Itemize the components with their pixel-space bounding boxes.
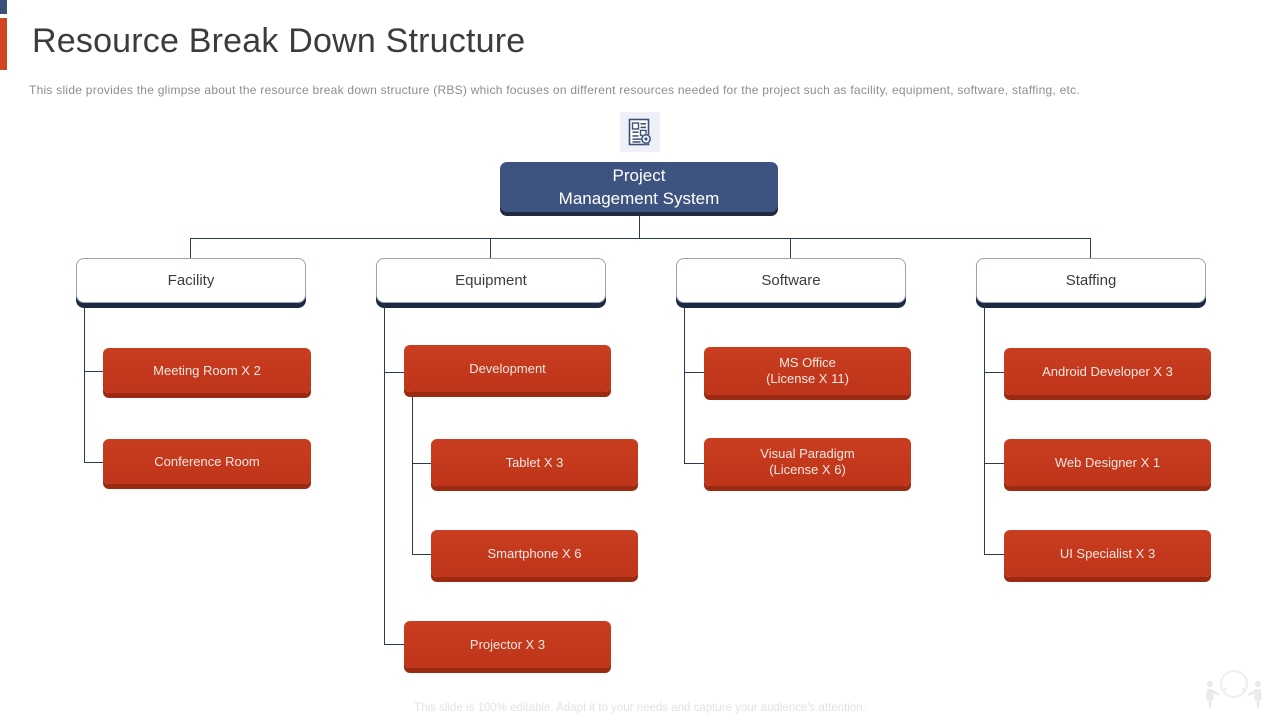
page-subtitle: This slide provides the glimpse about th… xyxy=(29,83,1080,97)
node-label: Visual Paradigm (License X 6) xyxy=(760,446,854,478)
node-projector[interactable]: Projector X 3 xyxy=(404,621,611,668)
connector-software-to-ms-office xyxy=(684,372,704,373)
node-label: Android Developer X 3 xyxy=(1042,363,1173,379)
node-ui-specialist[interactable]: UI Specialist X 3 xyxy=(1004,530,1211,577)
node-project-management-system[interactable]: Project Management System xyxy=(500,162,778,212)
connector-staffing-to-web-designer xyxy=(984,463,1004,464)
node-web-designer[interactable]: Web Designer X 1 xyxy=(1004,439,1211,486)
visual-paradigm-label-line1: Visual Paradigm xyxy=(760,446,855,461)
node-label: UI Specialist X 3 xyxy=(1059,545,1156,561)
ms-office-label-line2: (License X 11) xyxy=(766,371,849,386)
visual-paradigm-label-line2: (License X 6) xyxy=(769,462,846,477)
node-visual-paradigm[interactable]: Visual Paradigm (License X 6) xyxy=(704,438,911,486)
node-conference-room[interactable]: Conference Room xyxy=(103,439,311,484)
people-discussion-watermark-icon xyxy=(1198,666,1270,716)
connector-software-spine xyxy=(684,306,685,463)
connector-development-spine xyxy=(412,397,413,554)
connector-facility-to-conference-room xyxy=(84,462,103,463)
node-label: Tablet X 3 xyxy=(505,454,564,470)
node-label: MS Office (License X 11) xyxy=(766,355,849,387)
footer-note: This slide is 100% editable. Adapt it to… xyxy=(414,702,866,714)
connector-facility-to-meeting-room xyxy=(84,371,103,372)
node-android-developer[interactable]: Android Developer X 3 xyxy=(1004,348,1211,395)
connector-root-bus xyxy=(190,238,1090,239)
connector-staffing-to-android-developer xyxy=(984,372,1004,373)
accent-bar-navy xyxy=(0,0,7,14)
node-label: Equipment xyxy=(455,272,527,289)
node-equipment[interactable]: Equipment xyxy=(376,258,606,303)
connector-equipment-spine xyxy=(384,306,385,644)
node-label: Web Designer X 1 xyxy=(1054,454,1161,470)
connector-staffing-to-ui-specialist xyxy=(984,554,1004,555)
node-software[interactable]: Software xyxy=(676,258,906,303)
node-label: Conference Room xyxy=(154,453,260,469)
connector-drop-software xyxy=(790,238,791,258)
node-label: Development xyxy=(469,360,546,376)
root-label-line1: Project xyxy=(612,166,666,185)
ms-office-label-line1: MS Office xyxy=(779,355,836,370)
node-label: Smartphone X 6 xyxy=(487,545,582,561)
node-label: Project Management System xyxy=(559,164,720,210)
connector-staffing-spine xyxy=(984,306,985,554)
document-settings-icon xyxy=(620,112,660,152)
node-label: Software xyxy=(761,272,821,289)
connector-drop-equipment xyxy=(490,238,491,258)
connector-drop-facility xyxy=(190,238,191,258)
connector-drop-staffing xyxy=(1090,238,1091,258)
node-label: Facility xyxy=(167,272,215,289)
connector-root-stem xyxy=(639,216,640,238)
root-label-line2: Management System xyxy=(558,189,720,208)
node-ms-office[interactable]: MS Office (License X 11) xyxy=(704,347,911,395)
connector-facility-spine xyxy=(84,306,85,462)
node-smartphone[interactable]: Smartphone X 6 xyxy=(431,530,638,577)
node-staffing[interactable]: Staffing xyxy=(976,258,1206,303)
node-label: Staffing xyxy=(1065,272,1117,289)
node-label: Projector X 3 xyxy=(469,636,546,652)
connector-equipment-to-projector xyxy=(384,644,404,645)
connector-development-to-smartphone xyxy=(412,554,431,555)
node-label: Meeting Room X 2 xyxy=(153,362,261,378)
connector-equipment-to-development xyxy=(384,372,404,373)
connector-software-to-visual-paradigm xyxy=(684,463,704,464)
node-development[interactable]: Development xyxy=(404,345,611,392)
accent-bar-red xyxy=(0,18,7,70)
node-meeting-room[interactable]: Meeting Room X 2 xyxy=(103,348,311,393)
connector-development-to-tablet xyxy=(412,463,431,464)
page-title: Resource Break Down Structure xyxy=(32,22,526,60)
node-facility[interactable]: Facility xyxy=(76,258,306,303)
node-tablet[interactable]: Tablet X 3 xyxy=(431,439,638,486)
